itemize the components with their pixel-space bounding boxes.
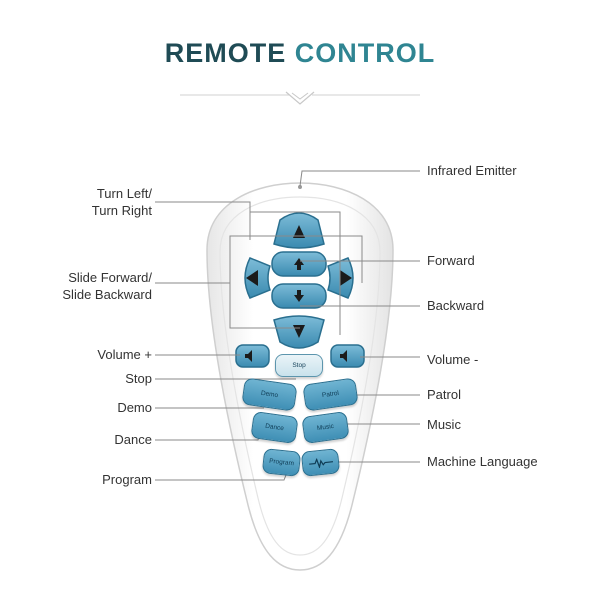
title-word-remote: REMOTE [164, 38, 295, 68]
divider-chevron [285, 91, 315, 105]
label-stop: Stop [125, 371, 152, 386]
backward-icon [294, 290, 304, 302]
label-dance: Dance [114, 432, 152, 447]
divider-chevron-inner [291, 92, 309, 100]
label-machine-language: Machine Language [427, 454, 538, 469]
label-backward: Backward [427, 298, 485, 313]
slide-right-icon [340, 270, 352, 286]
forward-icon [294, 258, 304, 270]
volume-down-icon [340, 350, 347, 362]
label-slide-forward: Slide Forward/ [68, 270, 152, 285]
machine-language-button[interactable] [300, 448, 341, 477]
remote-inner-rim [219, 196, 381, 556]
program-button[interactable]: Program [261, 448, 302, 477]
diagram-title: REMOTE CONTROL [0, 38, 600, 69]
label-slide-backward: Slide Backward [62, 287, 152, 302]
turn-left-icon [293, 225, 305, 238]
volume-up-icon [245, 350, 252, 362]
leader-slide [155, 235, 363, 284]
slide-left-icon [246, 270, 258, 286]
leader-slide-lower [229, 283, 300, 329]
title-word-control: CONTROL [294, 38, 436, 68]
label-turn-right: Turn Right [91, 203, 152, 218]
label-demo: Demo [117, 400, 152, 415]
waveform-icon [308, 457, 333, 469]
volume-down-button [330, 344, 365, 368]
label-volume-up: Volume + [97, 347, 152, 362]
label-music: Music [427, 417, 461, 432]
label-patrol: Patrol [427, 387, 461, 402]
title-text: REMOTE CONTROL [165, 38, 436, 68]
label-turn-left: Turn Left/ [96, 186, 152, 201]
label-infrared-emitter: Infrared Emitter [427, 163, 517, 178]
infrared-emitter-dot [298, 185, 302, 189]
stop-button[interactable]: Stop [275, 354, 323, 377]
volume-up-button [235, 344, 270, 368]
label-program: Program [102, 472, 152, 487]
label-volume-down: Volume - [427, 352, 479, 367]
leader-infrared [299, 170, 420, 187]
label-forward: Forward [427, 253, 475, 268]
